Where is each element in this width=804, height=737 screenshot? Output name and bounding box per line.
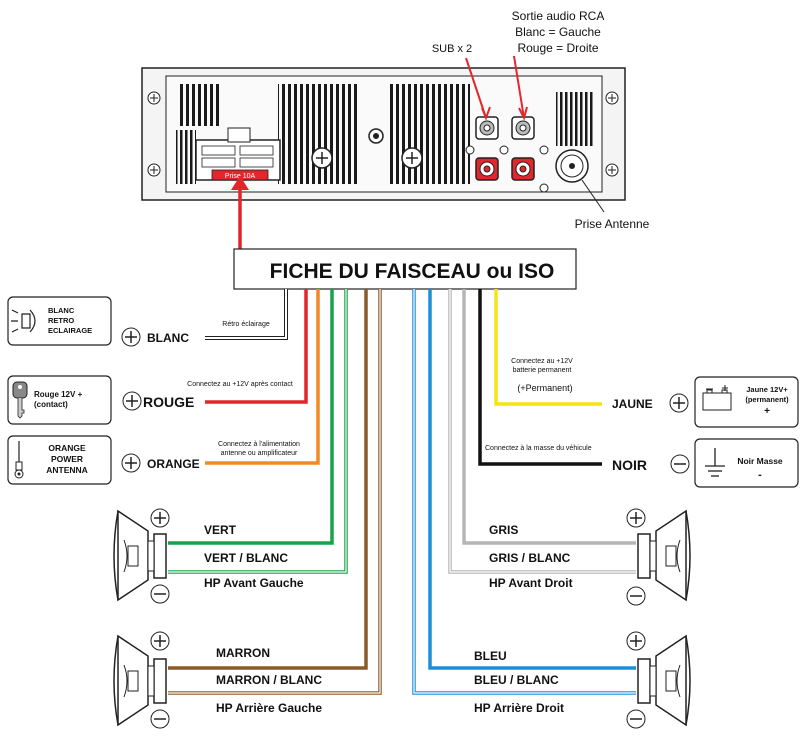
heatsink-center-left — [278, 84, 358, 184]
rca-red-label: Rouge = Droite — [517, 41, 598, 55]
battery-line-2: (permanent) — [745, 395, 789, 404]
minus-icon — [670, 454, 690, 474]
minus-icon — [150, 584, 170, 604]
antenna-device-line-2: POWER — [51, 454, 83, 464]
wire-name-blanc: BLANC — [147, 331, 189, 345]
plus-icon — [626, 508, 646, 528]
speaker-fr-minus: GRIS / BLANC — [489, 551, 571, 565]
wire-gris — [462, 289, 636, 545]
antenna-power-device: ORANGE POWER ANTENNA — [7, 435, 112, 485]
wire-name-jaune: JAUNE — [612, 397, 653, 411]
speaker-rl-title: HP Arrière Gauche — [216, 701, 322, 715]
wire-jaune — [494, 289, 602, 406]
wire-name-orange: ORANGE — [147, 457, 200, 471]
backlight-line-2: RETRO — [48, 316, 74, 325]
wire-bleu-blanc — [412, 289, 636, 695]
ground-line-2: - — [758, 469, 762, 481]
key-icon — [12, 381, 28, 419]
wire-note-rouge: Connectez au +12V après contact — [187, 381, 293, 388]
wire-blanc-outline — [205, 289, 288, 340]
minus-icon — [150, 709, 170, 729]
ground-line-1: Noir Masse — [737, 456, 783, 466]
plus-icon — [121, 327, 141, 347]
battery-line-3: + — [764, 406, 770, 417]
wire-blanc — [205, 289, 287, 339]
wire-note-orange-2: antenne ou amplificateur — [221, 450, 298, 457]
speaker-fr-plus: GRIS — [489, 523, 518, 537]
wire-name-rouge: ROUGE — [143, 394, 194, 410]
speaker-front-left — [113, 508, 170, 604]
speaker-rr-title: HP Arrière Droit — [474, 701, 564, 715]
speaker-rr-plus: BLEU — [474, 649, 507, 663]
harness-title: FICHE DU FAISCEAU ou ISO — [270, 260, 555, 283]
wire-note-jaune-3: (+Permanent) — [517, 383, 572, 393]
plus-icon — [150, 631, 170, 651]
wire-note-noir: Connectez à la masse du véhicule — [485, 445, 592, 452]
rca-white-label: Blanc = Gauche — [515, 25, 601, 39]
speaker-fr-title: HP Avant Droit — [489, 576, 573, 590]
speaker-fl-plus: VERT — [204, 523, 237, 537]
wire-noir — [478, 289, 602, 466]
plus-icon — [626, 631, 646, 651]
antenna-device-line-3: ANTENNA — [46, 465, 88, 475]
wire-gris-blanc — [448, 289, 636, 574]
speaker-rl-plus: MARRON — [216, 646, 270, 660]
wire-bundle — [168, 289, 636, 695]
speaker-front-right — [626, 508, 691, 606]
harness-box — [233, 248, 577, 290]
minus-icon — [626, 586, 646, 606]
rca-title: Sortie audio RCA — [512, 9, 605, 23]
wire-rouge — [205, 289, 308, 404]
battery-line-1: Jaune 12V+ — [746, 385, 788, 394]
wire-vert — [168, 289, 334, 545]
wire-note-jaune-1: Connectez au +12V — [511, 358, 573, 365]
sub-label: SUB x 2 — [432, 43, 472, 55]
left-mount-screws — [147, 91, 161, 177]
ignition-device: Rouge 12V + (contact) — [7, 375, 112, 425]
speaker-rr-minus: BLEU / BLANC — [474, 673, 559, 687]
speaker-rear-left — [113, 631, 170, 729]
wire-marron — [168, 289, 368, 670]
wire-marron-blanc — [168, 289, 382, 695]
iso-connector: Prise 10A — [195, 127, 281, 181]
heatsink-left — [180, 84, 222, 126]
plus-icon — [150, 508, 170, 528]
ignition-line-2: (contact) — [34, 400, 68, 409]
speaker-fl-minus: VERT / BLANC — [204, 551, 288, 565]
speaker-fl-title: HP Avant Gauche — [204, 576, 304, 590]
backlight-line-3: ECLAIRAGE — [48, 326, 92, 335]
ignition-line-1: Rouge 12V + — [34, 390, 83, 399]
wire-note-jaune-2: batterie permanent — [513, 367, 572, 374]
wire-note-blanc: Rétro éclairage — [222, 321, 270, 328]
rca-front-jacks — [511, 116, 535, 181]
battery-icon — [702, 385, 732, 411]
backlight-device: BLANC RETRO ECLAIRAGE — [7, 296, 112, 346]
antenna-device-line-1: ORANGE — [48, 443, 86, 453]
backlight-line-1: BLANC — [48, 306, 75, 315]
battery-device: Jaune 12V+ (permanent) + — [694, 376, 799, 428]
heatsink-center-right — [390, 84, 470, 184]
wire-note-orange-1: Connectez à l'alimentation — [218, 441, 300, 448]
antenna-jack — [555, 149, 589, 183]
antenna-label: Prise Antenne — [575, 217, 650, 231]
wire-orange — [205, 289, 320, 465]
speaker-rear-right — [626, 631, 691, 729]
head-unit-back: Prise 10A — [141, 67, 626, 201]
minus-icon — [626, 709, 646, 729]
antenna-icon — [14, 441, 24, 479]
plus-icon — [669, 393, 689, 413]
wire-name-noir: NOIR — [612, 457, 647, 473]
pointer-arrows — [465, 55, 528, 121]
ground-device: Noir Masse - — [694, 438, 799, 488]
wire-bleu — [428, 289, 636, 670]
speaker-rl-minus: MARRON / BLANC — [216, 673, 322, 687]
ground-icon — [705, 448, 725, 477]
plus-icon — [121, 453, 141, 473]
plus-icon — [122, 391, 142, 411]
right-mount-screws — [605, 91, 619, 177]
